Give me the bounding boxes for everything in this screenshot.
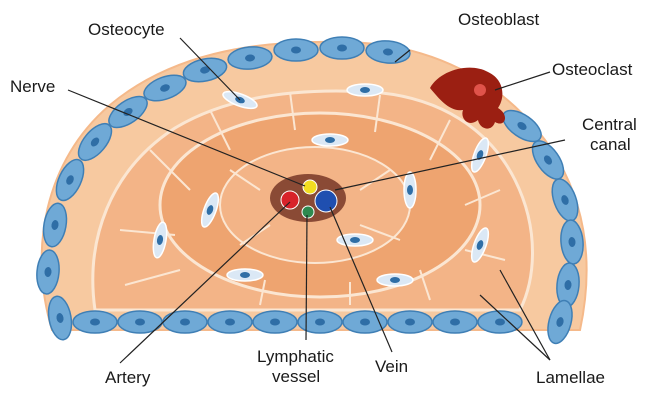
periosteum-cell	[320, 37, 364, 59]
label-lymphatic-1: Lymphatic	[257, 347, 334, 366]
osteoclast-nucleus	[474, 84, 486, 96]
label-lymphatic-2: vessel	[272, 367, 320, 386]
osteocyte	[227, 269, 263, 281]
lymphatic-vessel	[302, 206, 314, 218]
periosteum-cell	[73, 311, 117, 333]
label-osteoclast: Osteoclast	[552, 60, 633, 79]
periosteum-cell	[388, 311, 432, 333]
label-lamellae: Lamellae	[536, 368, 605, 387]
label-central-canal-1: Central	[582, 115, 637, 134]
label-artery: Artery	[105, 368, 151, 387]
label-vein: Vein	[375, 357, 408, 376]
periosteum-cell	[343, 311, 387, 333]
label-nerve: Nerve	[10, 77, 55, 96]
periosteum-cell	[274, 39, 318, 61]
periosteum-cell	[208, 311, 252, 333]
periosteum-cell	[163, 311, 207, 333]
periosteum-cell	[298, 311, 342, 333]
label-osteoblast: Osteoblast	[458, 10, 540, 29]
osteocyte	[347, 84, 383, 96]
artery-vessel	[281, 191, 299, 209]
nerve-vessel	[303, 180, 317, 194]
periosteum-cell	[433, 311, 477, 333]
label-central-canal-2: canal	[590, 135, 631, 154]
osteocyte	[377, 274, 413, 286]
periosteum-cell	[253, 311, 297, 333]
label-osteocyte: Osteocyte	[88, 20, 165, 39]
osteocyte	[312, 134, 348, 146]
vein-vessel	[315, 190, 337, 212]
osteocyte	[404, 172, 416, 208]
